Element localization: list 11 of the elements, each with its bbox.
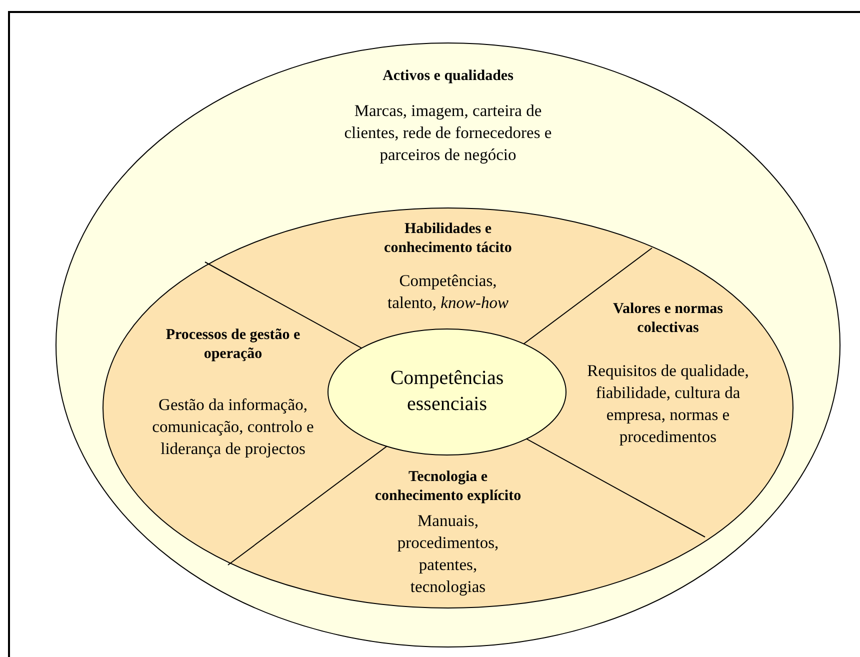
heading-text: Valores e normas colectivas — [612, 300, 724, 338]
heading-text: Activos e qualidades — [382, 67, 514, 86]
heading-text: Processos de gestão e operação — [164, 326, 302, 364]
body-text: Marcas, imagem, carteira de clientes, rede de fornecedores e parceiros de negócio — [343, 100, 553, 166]
body-text: Gestão da informação, comunicação, controlo e liderança de projectos — [151, 394, 315, 460]
body-text: Competências, talento, know-how — [386, 270, 510, 314]
body-text: Requisitos de qualidade, fiabilidade, cultura da empresa, normas e procedimentos — [586, 360, 750, 448]
heading-text: Tecnologia e conhecimento explícito — [374, 468, 522, 506]
body-text: Manuais, procedimentos, patentes, tecnologias — [396, 510, 500, 598]
core-label: Competências essenciais — [389, 366, 505, 417]
heading-text: Habilidades e conhecimento tácito — [383, 220, 513, 258]
